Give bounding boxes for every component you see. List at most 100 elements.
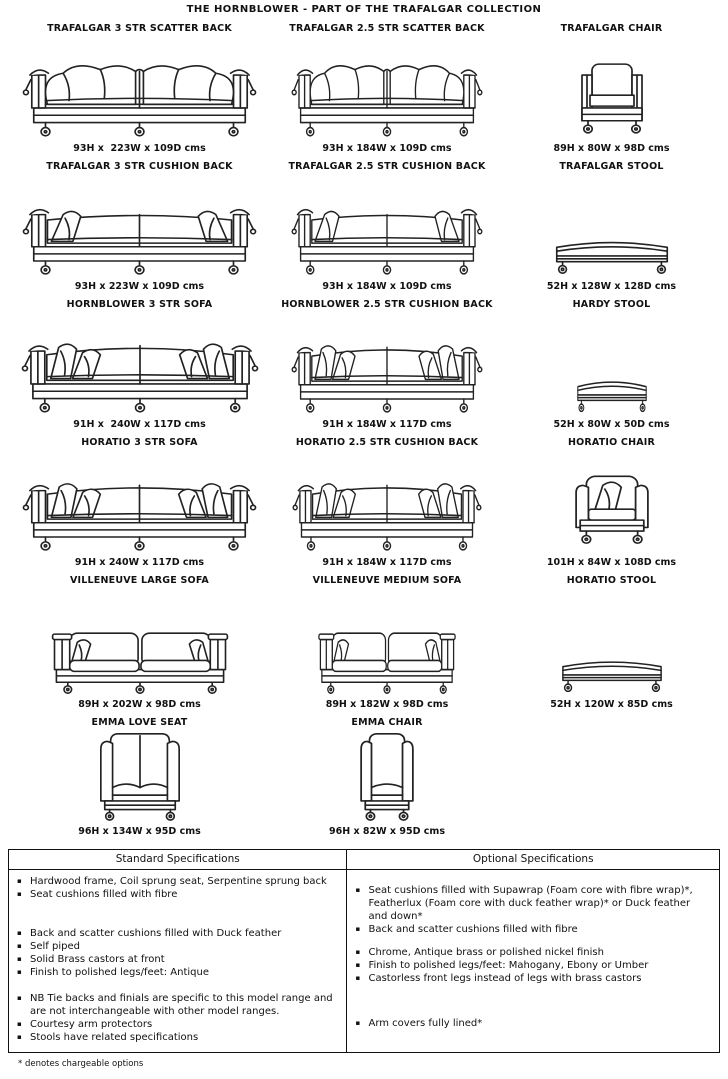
- bullet-icon: ▪: [17, 994, 22, 1002]
- sofa-drawing: [291, 195, 483, 277]
- stool-drawing: [549, 233, 675, 277]
- product-trafalgar-25str-scatter-back: TRAFALGAR 2.5 STR SCATTER BACK 93H x 184…: [271, 19, 503, 157]
- product-hardy-stool: HARDY STOOL 52H x 80W x 50D cms: [503, 295, 720, 433]
- product-horatio-stool: HORATIO STOOL 52H x 120W x 85D cms: [503, 571, 720, 713]
- product-hornblower-3str-sofa: HORNBLOWER 3 STR SOFA 91H x 240W x 117D …: [8, 295, 271, 433]
- sofa-drawing: [22, 471, 257, 553]
- sofa-drawing: [313, 615, 461, 695]
- chair-drawing: [576, 55, 648, 139]
- sofa-drawing: [291, 333, 483, 415]
- product-name: HORNBLOWER 3 STR SOFA: [66, 299, 213, 310]
- product-name: TRAFALGAR STOOL: [559, 161, 664, 172]
- product-dimensions: 93H x 223W x 109D cms: [73, 143, 206, 154]
- standard-specs-list: ▪Hardwood frame, Coil sprung seat, Serpe…: [9, 870, 346, 1052]
- standard-specifications-column: Standard Specifications ▪Hardwood frame,…: [9, 850, 348, 1052]
- spec-item: ▪Solid Brass castors at front: [17, 954, 165, 965]
- product-dimensions: 96H x 134W x 95D cms: [78, 826, 201, 837]
- product-trafalgar-chair: TRAFALGAR CHAIR 89H x 80W x 98D cms: [503, 19, 720, 157]
- bullet-icon: ▪: [17, 929, 22, 937]
- product-name: EMMA CHAIR: [351, 717, 423, 728]
- page-title: THE HORNBLOWER - PART OF THE TRAFALGAR C…: [186, 4, 542, 15]
- sofa-drawing: [21, 331, 259, 415]
- spec-item: ▪Back and scatter cushions filled with D…: [17, 928, 282, 939]
- product-name: TRAFALGAR 2.5 STR SCATTER BACK: [289, 23, 485, 34]
- product-dimensions: 89H x 202W x 98D cms: [78, 699, 201, 710]
- bullet-icon: ▪: [17, 968, 22, 976]
- product-dimensions: 52H x 128W x 128D cms: [546, 281, 677, 292]
- spec-item: ▪Castorless front legs instead of legs w…: [355, 973, 642, 984]
- product-name: TRAFALGAR 2.5 STR CUSHION BACK: [288, 161, 486, 172]
- bullet-icon: ▪: [17, 877, 22, 885]
- bullet-icon: ▪: [17, 1020, 22, 1028]
- specifications-table: Standard Specifications ▪Hardwood frame,…: [8, 849, 720, 1053]
- spec-item: ▪Chrome, Antique brass or polished nicke…: [355, 947, 604, 958]
- standard-specifications-header: Standard Specifications: [9, 850, 347, 870]
- bullet-icon: ▪: [355, 1019, 361, 1027]
- spec-item: ▪Arm covers fully lined*: [355, 1018, 483, 1029]
- stool-drawing: [556, 653, 668, 695]
- product-emma-love-seat: EMMA LOVE SEAT 96H x 134W x 95D cms: [8, 713, 271, 839]
- chargeable-options-footnote: * denotes chargeable options: [18, 1059, 144, 1069]
- product-grid: TRAFALGAR 3 STR SCATTER BACK 93H x 223W …: [8, 19, 720, 839]
- bullet-icon: ▪: [17, 1033, 22, 1041]
- bullet-icon: ▪: [17, 955, 22, 963]
- product-name: TRAFALGAR 3 STR SCATTER BACK: [47, 23, 232, 34]
- product-dimensions: 93H x 184W x 109D cms: [322, 281, 452, 292]
- product-name: VILLENEUVE MEDIUM SOFA: [312, 575, 462, 586]
- product-trafalgar-3str-cushion-back: TRAFALGAR 3 STR CUSHION BACK 93H x 223W …: [8, 157, 271, 295]
- product-dimensions: 96H x 82W x 95D cms: [329, 826, 445, 837]
- sofa-drawing: [291, 55, 483, 139]
- product-dimensions: 101H x 84W x 108D cms: [546, 557, 677, 568]
- sofa-drawing: [22, 55, 257, 139]
- product-name: HORATIO 3 STR SOFA: [81, 437, 198, 448]
- bullet-icon: ▪: [355, 886, 361, 894]
- spec-item: ▪Back and scatter cushions filled with f…: [355, 924, 578, 935]
- product-emma-chair: EMMA CHAIR 96H x 82W x 95D cms: [271, 713, 503, 839]
- sofa-drawing: [292, 471, 482, 553]
- product-dimensions: 89H x 182W x 98D cms: [325, 699, 449, 710]
- product-trafalgar-stool: TRAFALGAR STOOL 52H x 128W x 128D cms: [503, 157, 720, 295]
- product-trafalgar-3str-scatter-back: TRAFALGAR 3 STR SCATTER BACK 93H x 223W …: [8, 19, 271, 157]
- spec-item: ▪Seat cushions filled with Supawrap (Foa…: [355, 885, 693, 922]
- sofa-drawing: [45, 615, 235, 695]
- product-name: HORNBLOWER 2.5 STR CUSHION BACK: [281, 299, 493, 310]
- optional-specifications-column: Optional Specifications ▪Seat cushions f…: [347, 850, 719, 1052]
- chair-drawing: [357, 728, 417, 822]
- bullet-icon: ▪: [355, 974, 361, 982]
- bullet-icon: ▪: [355, 925, 361, 933]
- loveseat-drawing: [93, 728, 187, 822]
- product-horatio-chair: HORATIO CHAIR 101H x 84W x 108D cms: [503, 433, 720, 571]
- product-trafalgar-25str-cushion-back: TRAFALGAR 2.5 STR CUSHION BACK 93H x 184…: [271, 157, 503, 295]
- product-dimensions: 52H x 80W x 50D cms: [553, 419, 670, 430]
- product-name: TRAFALGAR 3 STR CUSHION BACK: [46, 161, 233, 172]
- product-name: EMMA LOVE SEAT: [91, 717, 188, 728]
- product-dimensions: 91H x 240W x 117D cms: [74, 557, 205, 568]
- chair-drawing: [572, 469, 652, 553]
- spec-item: ▪Self piped: [17, 941, 80, 952]
- product-name: HORATIO 2.5 STR CUSHION BACK: [295, 437, 479, 448]
- spec-item: ▪Seat cushions filled with fibre: [17, 889, 178, 900]
- spec-item: ▪Stools have related specifications: [17, 1032, 199, 1043]
- stool-drawing: [573, 373, 651, 415]
- product-horatio-3str-sofa: HORATIO 3 STR SOFA 91H x 240W x 117D cms: [8, 433, 271, 571]
- spec-item: ▪NB Tie backs and finials are specific t…: [17, 993, 333, 1017]
- bullet-icon: ▪: [17, 890, 22, 898]
- product-villeneuve-large-sofa: VILLENEUVE LARGE SOFA 89H x 202W x 98D c…: [8, 571, 271, 713]
- spec-item: ▪Courtesy arm protectors: [17, 1019, 153, 1030]
- product-hornblower-25str-cushion-back: HORNBLOWER 2.5 STR CUSHION BACK 91H x 18…: [271, 295, 503, 433]
- product-name: VILLENEUVE LARGE SOFA: [70, 575, 209, 586]
- product-villeneuve-medium-sofa: VILLENEUVE MEDIUM SOFA 89H x 182W x 98D …: [271, 571, 503, 713]
- product-dimensions: 93H x 184W x 109D cms: [322, 143, 452, 154]
- product-horatio-25str-cushion-back: HORATIO 2.5 STR CUSHION BACK 91H x 184W …: [271, 433, 503, 571]
- bullet-icon: ▪: [355, 948, 361, 956]
- bullet-icon: ▪: [355, 961, 361, 969]
- spec-item: ▪Hardwood frame, Coil sprung seat, Serpe…: [17, 876, 327, 887]
- spec-item: ▪Finish to polished legs/feet: Antique: [17, 967, 209, 978]
- product-dimensions: 52H x 120W x 85D cms: [550, 699, 673, 710]
- spec-item: ▪Finish to polished legs/feet: Mahogany,…: [355, 960, 649, 971]
- empty-grid-cell: [503, 713, 720, 839]
- sofa-drawing: [22, 195, 257, 277]
- product-dimensions: 91H x 184W x 117D cms: [322, 557, 452, 568]
- product-name: HORATIO CHAIR: [567, 437, 656, 448]
